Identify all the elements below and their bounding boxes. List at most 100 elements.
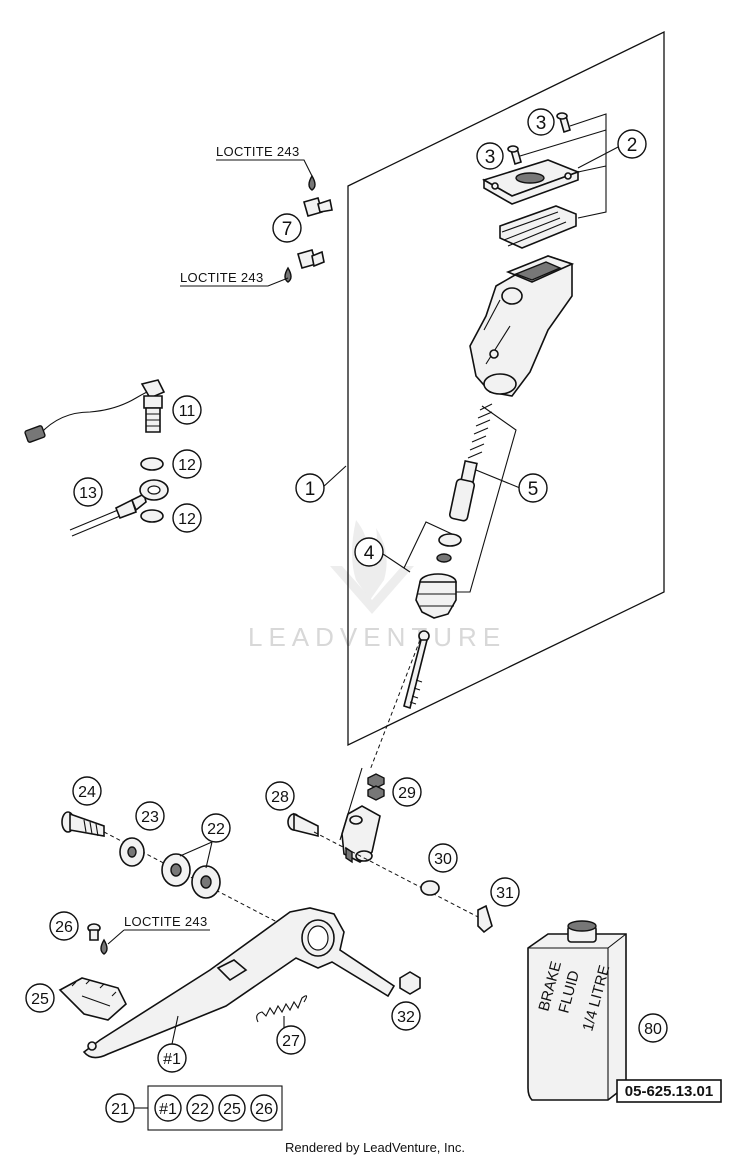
callout-13: 13 (73, 477, 103, 507)
group-line-2-3 (519, 113, 607, 219)
dust-boot (415, 573, 457, 619)
loctite-note-lower: LOCTITE 243 (180, 270, 264, 285)
pivot-pin (287, 812, 319, 838)
loctite-drop-upper (308, 174, 316, 191)
bolt-24 (61, 811, 105, 837)
reference-code-box (616, 1079, 722, 1103)
svg-text:2: 2 (627, 135, 638, 156)
loctite-note-upper: LOCTITE 243 (216, 144, 300, 159)
watermark-text: LEADVENTURE (248, 622, 506, 652)
callout-2: 2 (617, 129, 647, 159)
loctite-drop-pedal (100, 938, 108, 955)
bushing-22-right (191, 865, 221, 899)
svg-text:24: 24 (78, 784, 96, 801)
svg-text:22: 22 (191, 1101, 209, 1118)
kit-box (147, 1085, 283, 1131)
circlip (436, 553, 452, 563)
brake-pedal (82, 907, 396, 1059)
callout-11: 11 (172, 395, 202, 425)
svg-text:13: 13 (79, 485, 97, 502)
callout-31: 31 (490, 877, 520, 907)
reservoir-diaphragm (499, 205, 577, 249)
reference-code: 05-625.13.01 (625, 1083, 713, 1100)
screw-26 (87, 923, 101, 941)
svg-text:4: 4 (364, 543, 375, 564)
master-cylinder-panel (347, 30, 665, 747)
svg-text:3: 3 (485, 147, 496, 168)
callout-7: 7 (272, 213, 302, 243)
svg-text:5: 5 (528, 479, 539, 500)
svg-text:3: 3 (536, 113, 547, 134)
callout-32: 32 (391, 1001, 421, 1031)
callout-5: 5 (518, 473, 548, 503)
callout-24: 24 (72, 776, 102, 806)
nuts-29 (367, 773, 385, 801)
svg-text:27: 27 (282, 1033, 300, 1050)
svg-text:1: 1 (305, 479, 316, 500)
svg-text:28: 28 (271, 789, 289, 806)
svg-text:12: 12 (178, 457, 196, 474)
loctite-note-pedal: LOCTITE 243 (124, 914, 208, 929)
bolt-7-upper (303, 197, 333, 217)
callout-28: 28 (265, 781, 295, 811)
piston-spring (467, 403, 493, 459)
callout-1: 1 (295, 473, 325, 503)
callout-3-upper: 3 (527, 108, 555, 136)
callout-3-lower: 3 (476, 142, 504, 170)
callout-12-upper: 12 (172, 449, 202, 479)
callout-30: 30 (428, 843, 458, 873)
bolt-7-lower (297, 249, 325, 269)
washer-12-upper (140, 457, 164, 471)
washer-23 (119, 837, 145, 867)
render-credit: Rendered by LeadVenture, Inc. (285, 1140, 465, 1155)
brake-light-switch (24, 379, 166, 443)
svg-text:12: 12 (178, 511, 196, 528)
return-spring (256, 995, 308, 1023)
washer-30 (420, 880, 440, 896)
svg-text:25: 25 (31, 991, 49, 1008)
loctite-drop-lower (284, 266, 292, 283)
svg-text:26: 26 (255, 1101, 273, 1118)
seal-ring (438, 533, 462, 547)
reservoir-cap (482, 159, 581, 205)
screw-3-lower (507, 145, 522, 166)
callout-23: 23 (135, 801, 165, 831)
svg-text:22: 22 (207, 821, 225, 838)
cotter-pin (477, 904, 493, 934)
callout-26: 26 (49, 911, 79, 941)
kit-item-25: 25 (218, 1094, 246, 1122)
svg-text:23: 23 (141, 809, 159, 826)
brake-fluid-bottle (527, 920, 627, 1101)
svg-text:30: 30 (434, 851, 452, 868)
bushing-22-left (161, 853, 191, 887)
pedal-step-plate (58, 977, 127, 1021)
svg-text:31: 31 (496, 885, 514, 902)
callout-25: 25 (25, 983, 55, 1013)
nut-32 (399, 971, 421, 995)
svg-text:80: 80 (644, 1021, 662, 1038)
svg-text:21: 21 (111, 1101, 129, 1118)
svg-text:11: 11 (179, 403, 196, 420)
kit-item-26: 26 (250, 1094, 278, 1122)
svg-text:25: 25 (223, 1101, 241, 1118)
push-rod (403, 630, 430, 710)
callout-27: 27 (276, 1025, 306, 1055)
callout-22: 22 (201, 813, 231, 843)
callout-12-lower: 12 (172, 503, 202, 533)
clevis-lever (341, 805, 381, 864)
svg-text:29: 29 (398, 785, 416, 802)
callout-80: 80 (638, 1013, 668, 1043)
brake-line (69, 479, 169, 537)
callout-29: 29 (392, 777, 422, 807)
dashed-axis (369, 639, 421, 771)
svg-text:32: 32 (397, 1009, 415, 1026)
svg-text:26: 26 (55, 919, 73, 936)
screw-3-upper (556, 112, 571, 134)
master-cylinder-body (469, 255, 575, 397)
callout-pedal: #1 (157, 1043, 187, 1073)
group-line-5 (456, 405, 517, 593)
kit-item-pedal: #1 (154, 1094, 182, 1122)
kit-item-22: 22 (186, 1094, 214, 1122)
callout-21: 21 (105, 1093, 135, 1123)
svg-text:#1: #1 (159, 1101, 177, 1118)
